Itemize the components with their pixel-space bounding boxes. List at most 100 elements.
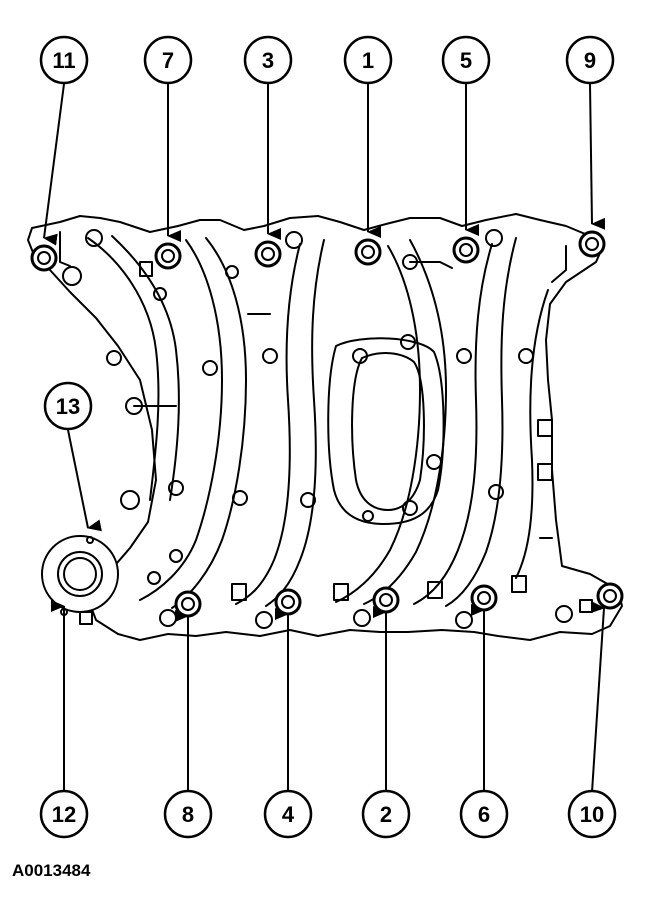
leader-arrows <box>43 83 606 793</box>
boss-hole <box>555 605 573 623</box>
arrow-9 <box>589 83 606 230</box>
callout-label: 6 <box>478 802 490 827</box>
bolt-3 <box>254 240 282 268</box>
boss-hole <box>400 334 416 350</box>
thermostat-housing-core <box>63 557 97 591</box>
boss-hole <box>86 536 94 544</box>
bolt-11 <box>30 244 58 272</box>
boss-hole <box>62 266 82 286</box>
boss-hole <box>262 348 278 364</box>
bolts <box>30 230 624 618</box>
boss-hole <box>488 484 504 500</box>
runner-3b <box>265 239 325 607</box>
callout-label: 1 <box>362 48 374 73</box>
thermostat-housing-outer <box>41 535 119 613</box>
boss-hole <box>225 265 239 279</box>
runner-4 <box>335 245 421 603</box>
callout-label: 7 <box>162 48 174 73</box>
boss-hole <box>147 571 161 585</box>
runner-5b <box>445 237 517 607</box>
boss-hole <box>353 609 371 627</box>
boss-hole <box>362 510 374 522</box>
boss-hole <box>300 492 316 508</box>
manifold-body <box>27 213 623 641</box>
callouts: 11 7 3 1 5 9 13 12 <box>39 35 617 839</box>
boss-hole <box>285 231 303 249</box>
callout-label: 9 <box>584 48 596 73</box>
callout-11: 11 <box>39 35 89 85</box>
boss-hole <box>485 229 503 247</box>
tab-bracket <box>231 583 247 601</box>
boss-hole <box>455 611 473 629</box>
tab-bracket <box>427 581 443 599</box>
callout-7: 7 <box>143 35 193 85</box>
callout-3: 3 <box>243 35 293 85</box>
tab-bracket <box>537 419 553 437</box>
figure-id: A0013484 <box>12 861 91 880</box>
boss-hole <box>518 348 534 364</box>
boss-hole <box>456 348 472 364</box>
tab-bracket <box>537 463 553 481</box>
detail-line <box>59 231 71 267</box>
callout-2: 2 <box>361 789 411 839</box>
runner-3 <box>235 243 301 605</box>
callout-label: 10 <box>580 802 604 827</box>
boss-hole <box>426 454 442 470</box>
bolt-5 <box>452 236 480 264</box>
plenum-frame <box>327 337 445 525</box>
runner-1b <box>111 235 180 501</box>
bolt-9 <box>578 230 606 258</box>
bolt-7 <box>154 242 182 270</box>
callout-6: 6 <box>459 789 509 839</box>
callout-13: 13 <box>43 381 93 431</box>
boss-hole <box>168 480 184 496</box>
bolt-4 <box>274 588 302 616</box>
callout-label: 3 <box>262 48 274 73</box>
boss-hole <box>255 611 273 629</box>
detail-line <box>551 245 567 283</box>
boss-hole <box>153 287 167 301</box>
callout-label: 5 <box>460 48 472 73</box>
callout-10: 10 <box>567 789 617 839</box>
callout-1: 1 <box>343 35 393 85</box>
tab-bracket <box>79 611 93 625</box>
boss-hole <box>169 549 183 563</box>
boss-hole <box>232 490 248 506</box>
bolt-1 <box>354 238 382 266</box>
runner-2 <box>139 239 223 601</box>
runner-1 <box>87 237 160 501</box>
boss-hole <box>352 348 368 364</box>
callout-label: 12 <box>52 802 76 827</box>
bolt-2 <box>372 586 400 614</box>
callout-12: 12 <box>39 789 89 839</box>
arrow-10 <box>590 601 605 793</box>
tab-bracket <box>139 261 153 277</box>
boss-hole <box>120 490 140 510</box>
runner-6 <box>515 289 549 579</box>
boss-hole <box>402 500 418 516</box>
bolt-10 <box>596 582 624 610</box>
arrow-13 <box>67 429 102 532</box>
thermostat-housing-inner <box>57 551 103 597</box>
boss-hole <box>85 229 103 247</box>
arrow-11 <box>43 83 65 246</box>
callout-label: 4 <box>282 802 295 827</box>
bolt-6 <box>470 584 498 612</box>
callout-label: 2 <box>380 802 392 827</box>
boss-hole <box>106 350 122 366</box>
callout-8: 8 <box>163 789 213 839</box>
tab-bracket <box>333 583 349 601</box>
detail-line <box>409 261 453 269</box>
callout-9: 9 <box>565 35 615 85</box>
callout-label: 11 <box>52 48 75 73</box>
callout-4: 4 <box>263 789 313 839</box>
runner-2b <box>171 237 247 609</box>
boss-hole <box>202 360 218 376</box>
tab-bracket <box>511 575 527 593</box>
callout-5: 5 <box>441 35 491 85</box>
bolt-8 <box>174 590 202 618</box>
callout-label: 13 <box>56 394 80 419</box>
callout-label: 8 <box>182 802 194 827</box>
